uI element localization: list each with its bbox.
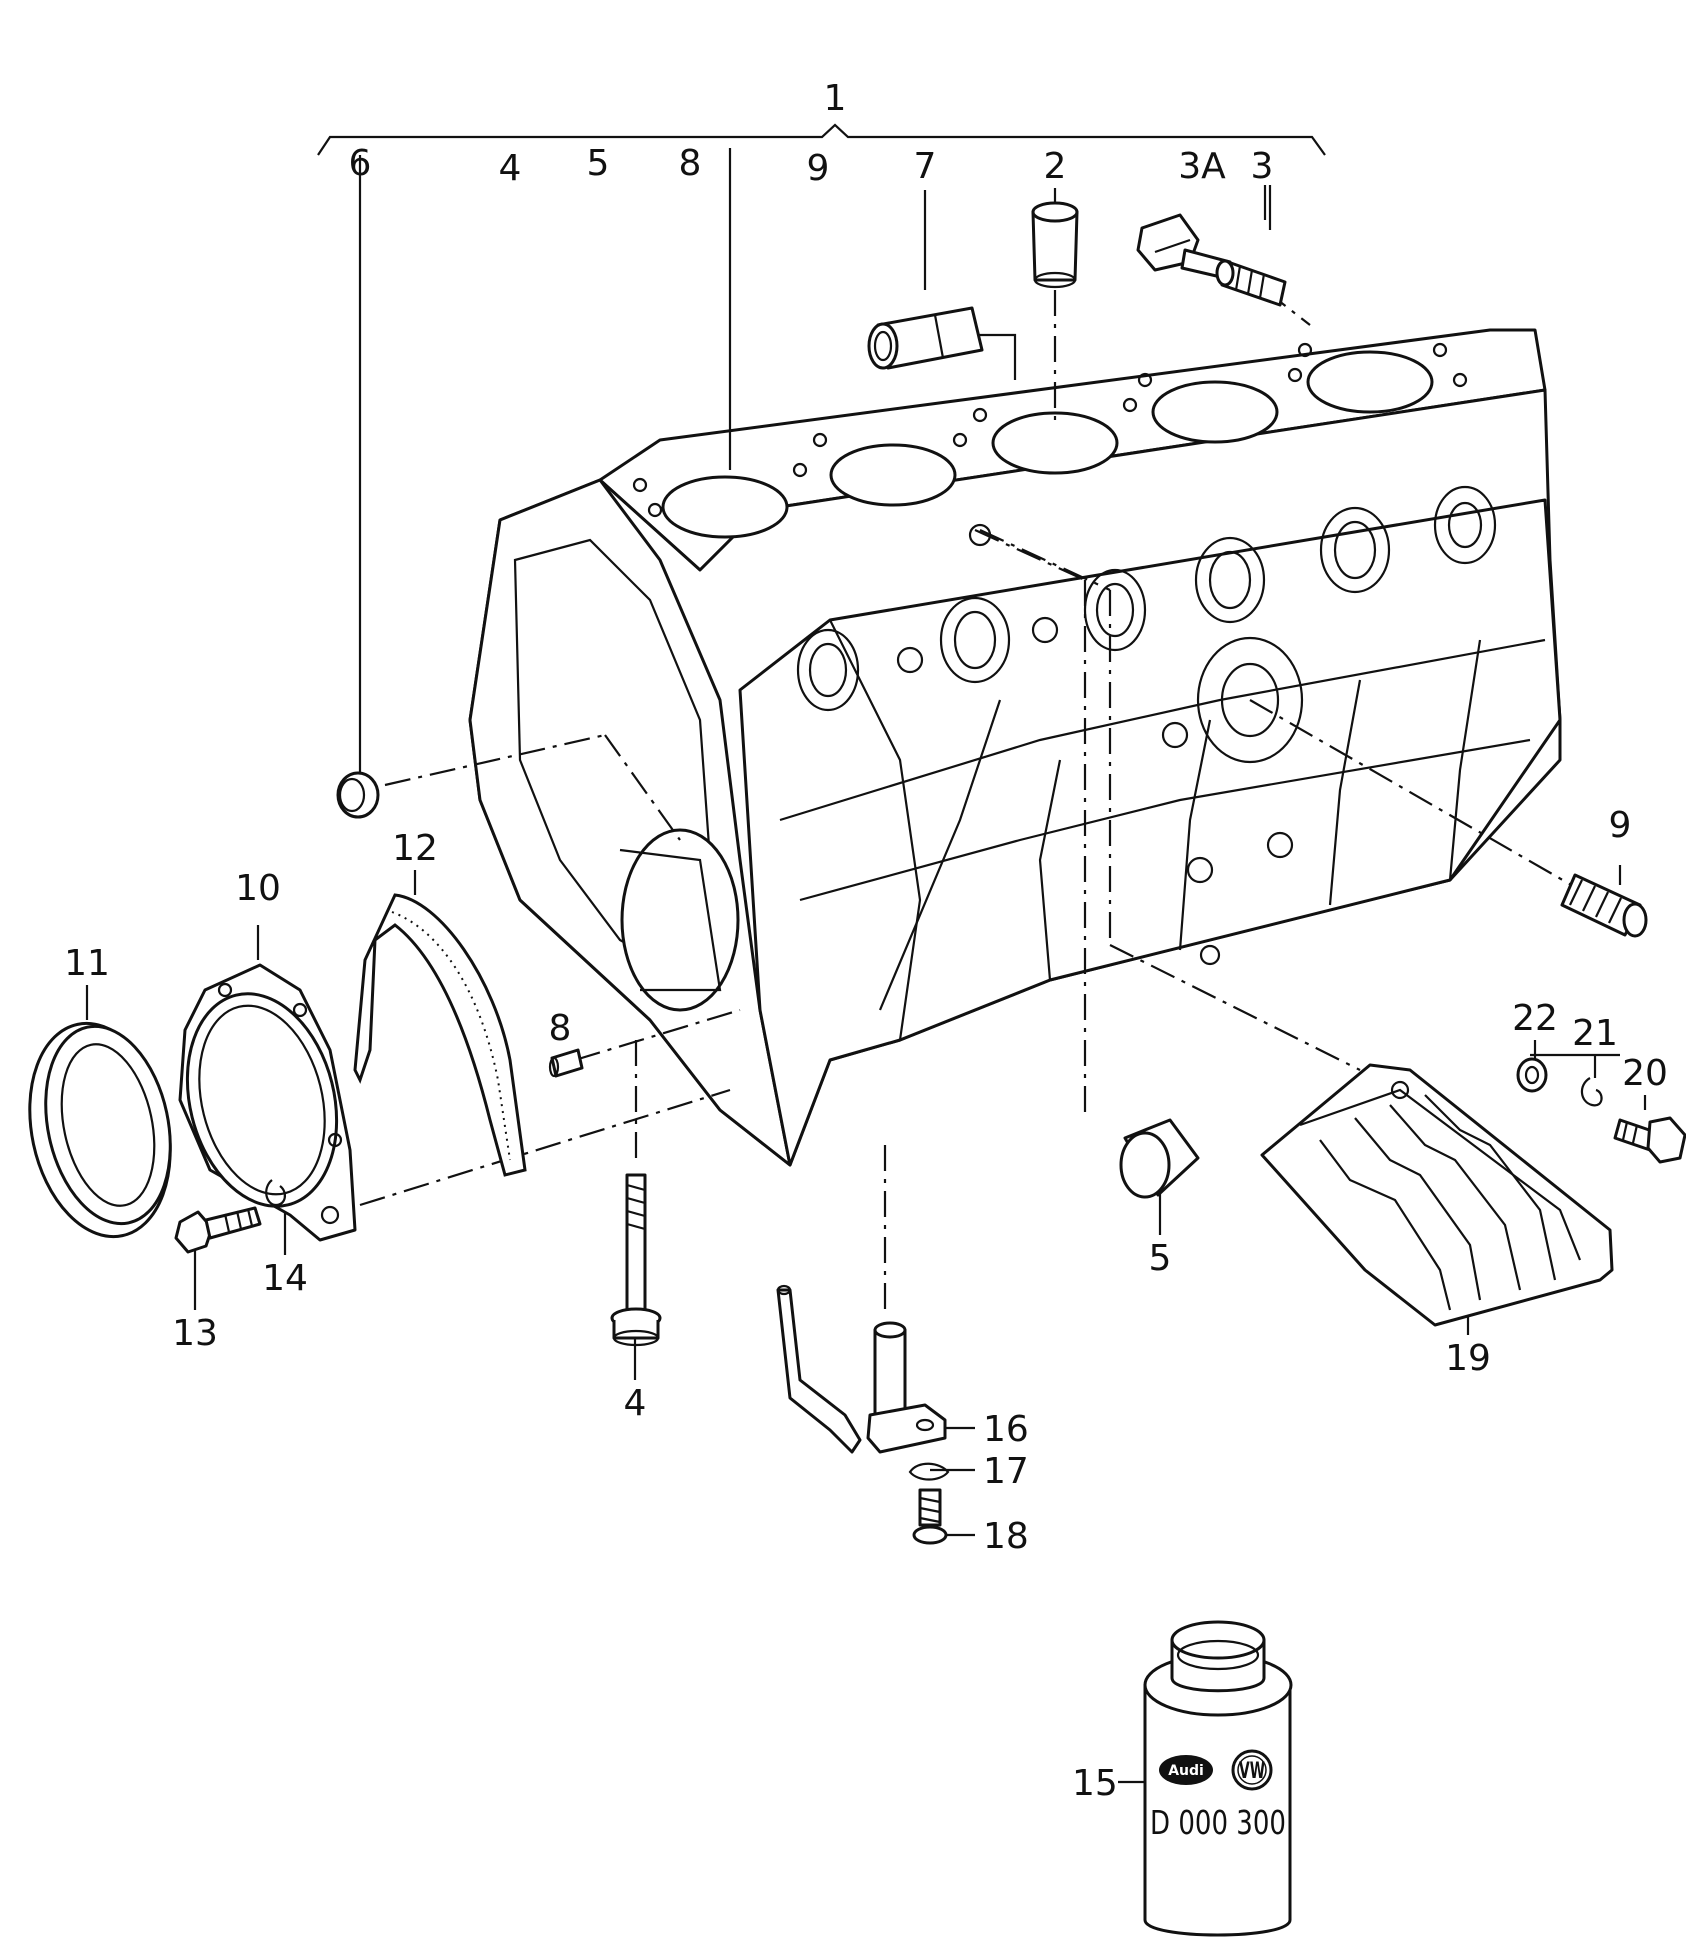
part-13-bolt[interactable] bbox=[174, 1206, 262, 1254]
label-7: 7 bbox=[914, 146, 937, 187]
label-9-top: 9 bbox=[807, 148, 830, 189]
label-12: 12 bbox=[392, 828, 438, 869]
part-9-stud[interactable] bbox=[1560, 873, 1648, 938]
part-sensor[interactable] bbox=[776, 1284, 947, 1454]
part-21-washer[interactable] bbox=[1580, 1077, 1603, 1107]
part-17-washer[interactable] bbox=[908, 1462, 950, 1481]
cylinder-block[interactable] bbox=[468, 328, 1562, 1167]
label-10: 10 bbox=[235, 868, 281, 909]
part-5-plug[interactable] bbox=[1119, 1118, 1200, 1199]
label-9-right: 9 bbox=[1609, 805, 1632, 846]
part-22-washer[interactable] bbox=[1516, 1057, 1548, 1093]
part-15-sealant-can[interactable]: Audi VW D 000 300 bbox=[1143, 1620, 1293, 1937]
label-5-top: 5 bbox=[587, 143, 610, 184]
part-4-bolt[interactable] bbox=[610, 1173, 662, 1347]
part-12-gasket[interactable] bbox=[353, 893, 527, 1177]
part-8-dowel[interactable] bbox=[548, 1048, 584, 1078]
audi-logo: Audi bbox=[1159, 1755, 1213, 1785]
part-11-seal[interactable] bbox=[11, 1010, 189, 1250]
part-20-bolt[interactable] bbox=[1613, 1116, 1686, 1164]
label-15: 15 bbox=[1072, 1763, 1118, 1804]
part-labels: 1 6 4 5 8 9 7 2 3A 3 9 12 10 11 8 22 21 … bbox=[64, 78, 1668, 1804]
label-5-bottom: 5 bbox=[1149, 1238, 1172, 1279]
label-16: 16 bbox=[983, 1409, 1029, 1450]
label-22: 22 bbox=[1512, 998, 1558, 1039]
part-18-screw[interactable] bbox=[912, 1488, 948, 1545]
label-19: 19 bbox=[1445, 1338, 1491, 1379]
svg-text:Audi: Audi bbox=[1168, 1763, 1204, 1779]
label-3: 3 bbox=[1251, 146, 1274, 187]
part-3-insert[interactable] bbox=[1215, 259, 1287, 307]
leader-lines bbox=[85, 148, 1647, 1784]
part-10-flange[interactable] bbox=[166, 963, 358, 1242]
label-18: 18 bbox=[983, 1516, 1029, 1557]
part-2-sleeve[interactable] bbox=[1031, 201, 1079, 289]
part-6-plug[interactable] bbox=[336, 771, 380, 819]
part-19-baffle[interactable] bbox=[1260, 1063, 1614, 1327]
label-20: 20 bbox=[1622, 1053, 1668, 1094]
label-3a: 3A bbox=[1178, 146, 1226, 187]
label-8-top: 8 bbox=[679, 143, 702, 184]
vw-logo: VW bbox=[1231, 1749, 1273, 1791]
label-4-top: 4 bbox=[499, 148, 522, 189]
part-14-washer[interactable] bbox=[265, 1179, 286, 1207]
assembly-bracket bbox=[317, 123, 1326, 156]
label-21: 21 bbox=[1572, 1013, 1618, 1054]
label-13: 13 bbox=[172, 1313, 218, 1354]
svg-text:VW: VW bbox=[1239, 1759, 1265, 1784]
can-part-number: D 000 300 bbox=[1150, 1803, 1286, 1842]
label-1: 1 bbox=[824, 78, 847, 119]
label-17: 17 bbox=[983, 1451, 1029, 1492]
part-7-tube[interactable] bbox=[867, 306, 984, 370]
label-14: 14 bbox=[262, 1258, 308, 1299]
label-4-bottom: 4 bbox=[624, 1383, 647, 1424]
label-2: 2 bbox=[1044, 146, 1067, 187]
label-8-left: 8 bbox=[549, 1008, 572, 1049]
label-11: 11 bbox=[64, 943, 110, 984]
label-6: 6 bbox=[349, 143, 372, 184]
